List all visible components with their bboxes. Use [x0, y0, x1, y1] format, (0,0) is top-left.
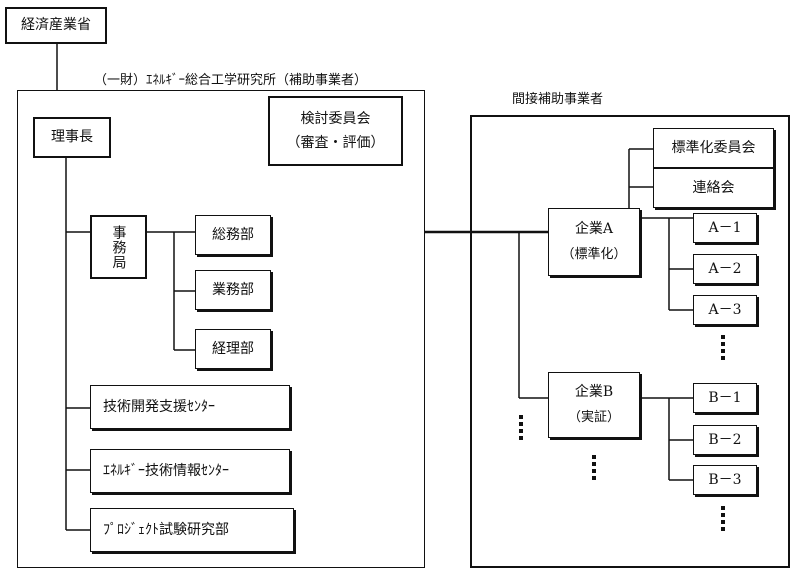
department-general-affairs: 総務部	[195, 215, 271, 255]
unit-a-2: A－2	[693, 254, 757, 284]
company-a-role: （標準化）	[561, 246, 627, 262]
unit-a-3: A－3	[693, 295, 757, 325]
standardization-committee-label: 標準化委員会	[671, 139, 756, 156]
continuation-dots-company-b	[592, 455, 596, 483]
org-frame	[17, 90, 425, 568]
center-label: ﾌﾟﾛｼﾞｪｸﾄ試験研究部	[103, 521, 229, 538]
company-a-name: 企業A	[574, 221, 614, 238]
department-label: 総務部	[212, 226, 254, 243]
center-project-testing: ﾌﾟﾛｼﾞｪｸﾄ試験研究部	[90, 508, 294, 552]
company-b-name: 企業B	[574, 384, 614, 401]
continuation-dots-b-units	[721, 506, 725, 534]
center-energy-tech-info: ｴﾈﾙｷﾞｰ技術情報ｾﾝﾀｰ	[90, 449, 290, 493]
company-b-box: 企業B （実証）	[548, 372, 640, 438]
unit-b-2: B－2	[693, 425, 757, 455]
unit-label: B－3	[708, 471, 742, 488]
center-tech-dev-support: 技術開発支援ｾﾝﾀｰ	[90, 385, 290, 429]
unit-label: A－2	[708, 260, 742, 277]
org-caption: （一財）ｴﾈﾙｷﾞｰ総合工学研究所（補助事業者）	[94, 73, 368, 88]
department-accounting: 経理部	[195, 329, 271, 369]
committee-box: 検討委員会 （審査・評価）	[268, 96, 403, 166]
unit-b-1: B－1	[693, 383, 757, 413]
unit-b-3: B－3	[693, 465, 757, 495]
continuation-dots-a-units	[721, 335, 725, 363]
company-b-role: （実証）	[567, 409, 620, 425]
department-label: 経理部	[212, 340, 254, 357]
unit-label: A－3	[708, 301, 742, 318]
secretariat-box: 事務局	[90, 215, 147, 279]
continuation-dots-companies	[519, 415, 523, 443]
unit-label: B－1	[708, 389, 742, 406]
center-label: ｴﾈﾙｷﾞｰ技術情報ｾﾝﾀｰ	[103, 462, 229, 479]
indirect-frame	[470, 115, 790, 568]
chairman-box: 理事長	[33, 117, 111, 158]
unit-label: B－2	[708, 431, 742, 448]
unit-label: A－1	[708, 219, 742, 236]
company-a-box: 企業A （標準化）	[548, 208, 640, 276]
department-operations: 業務部	[195, 270, 271, 310]
committee-subtitle: （審査・評価）	[286, 135, 385, 151]
indirect-caption: 間接補助事業者	[512, 92, 604, 107]
center-label: 技術開発支援ｾﾝﾀｰ	[103, 398, 215, 415]
secretariat-label: 事務局	[110, 224, 127, 270]
ministry-label: 経済産業省	[21, 17, 91, 34]
standardization-committee-box: 標準化委員会	[653, 128, 774, 168]
ministry-box: 経済産業省	[5, 7, 107, 44]
liaison-label: 連絡会	[692, 179, 735, 196]
committee-title: 検討委員会	[300, 110, 371, 127]
department-label: 業務部	[212, 281, 254, 298]
unit-a-1: A－1	[693, 213, 757, 243]
chairman-label: 理事長	[51, 129, 93, 146]
liaison-box: 連絡会	[653, 168, 774, 208]
